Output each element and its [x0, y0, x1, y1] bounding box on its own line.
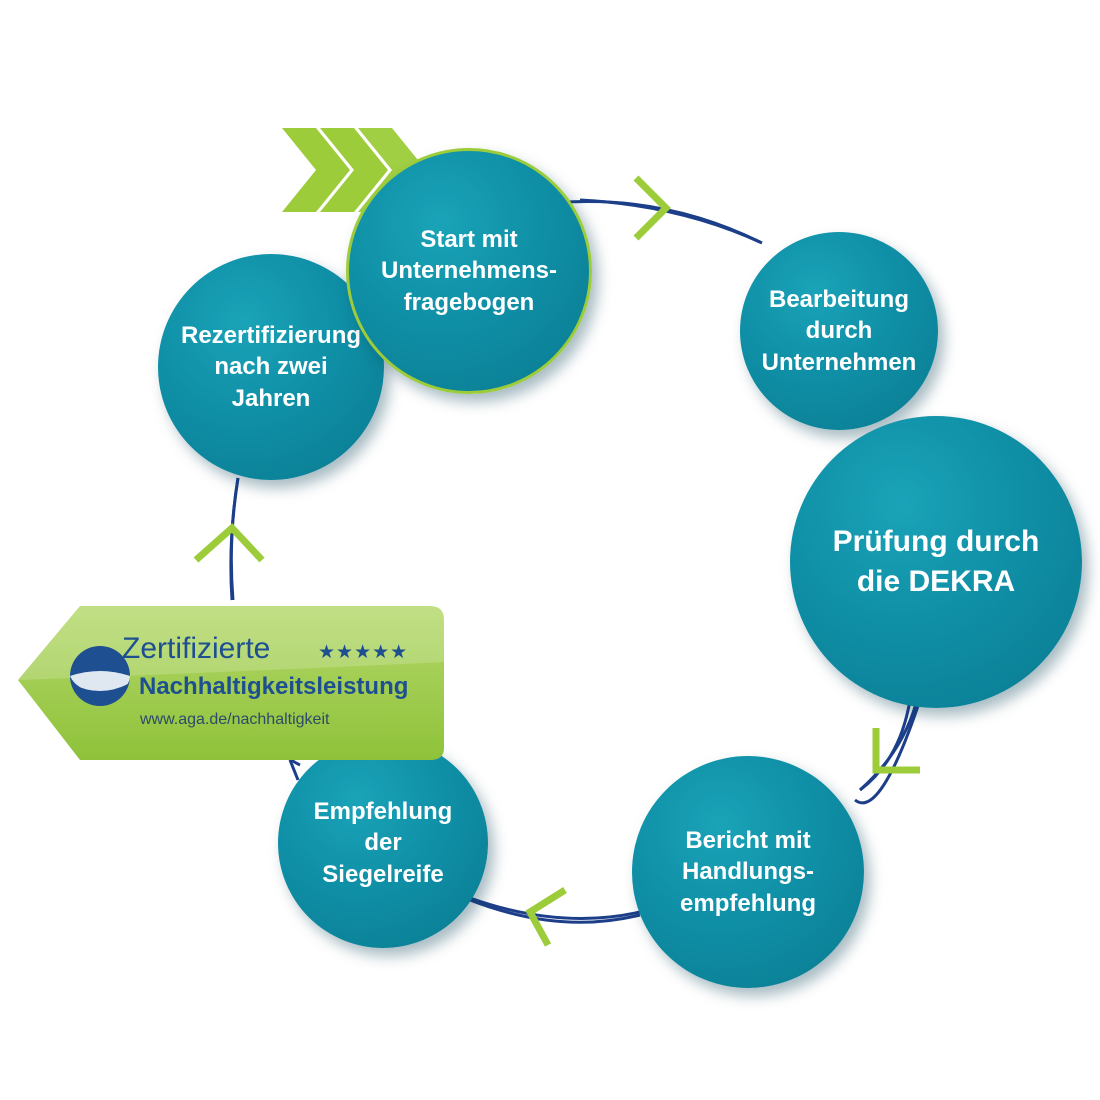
start-chevron-2 — [320, 128, 388, 212]
node-rezertifizierung: Rezertifizierung nach zwei Jahren — [158, 254, 384, 480]
badge-subtitle: Nachhaltigkeitsleistung — [139, 673, 409, 700]
node-bericht: Bericht mit Handlungs- empfehlung — [632, 756, 864, 988]
certification-badge — [18, 602, 446, 762]
globe-logo-icon — [70, 646, 130, 706]
ring-arc-bottom — [469, 896, 641, 920]
badge-shape — [18, 606, 444, 760]
arrow-chevron-left — [193, 523, 265, 563]
node-bericht-label: Bericht mit Handlungs- empfehlung — [680, 827, 816, 917]
badge-url: www.aga.de/nachhaltigkeit — [140, 711, 330, 728]
node-empfehlung: Empfehlung der Siegelreife — [278, 738, 488, 948]
ring-arc-left — [229, 477, 240, 601]
node-empfehlung-label: Empfehlung der Siegelreife — [313, 798, 453, 888]
badge-stars: ★★★★★ — [318, 641, 409, 663]
ring-arc-top — [579, 198, 763, 245]
ring-arc-right — [859, 695, 920, 792]
node-start-label: Start mit Unternehmens- fragebogen — [380, 226, 558, 316]
node-start: Start mit Unternehmens- fragebogen — [346, 148, 592, 394]
node-pruefung: Prüfung durch die DEKRA — [790, 416, 1082, 708]
arrow-chevron-right — [872, 728, 920, 774]
node-rezertifizierung-label: Rezertifizierung nach zwei Jahren — [180, 322, 362, 412]
node-pruefung-label: Prüfung durch die DEKRA — [832, 524, 1040, 599]
arrow-chevron-top — [633, 175, 671, 241]
start-chevron-1 — [282, 128, 350, 212]
badge-title: Zertifizierte — [122, 632, 271, 665]
ring-arc-left-low — [288, 759, 300, 781]
node-bearbeitung: Bearbeitung durch Unternehmen — [740, 232, 938, 430]
arrow-chevron-bottom — [525, 887, 567, 947]
node-bearbeitung-label: Bearbeitung durch Unternehmen — [761, 286, 917, 376]
